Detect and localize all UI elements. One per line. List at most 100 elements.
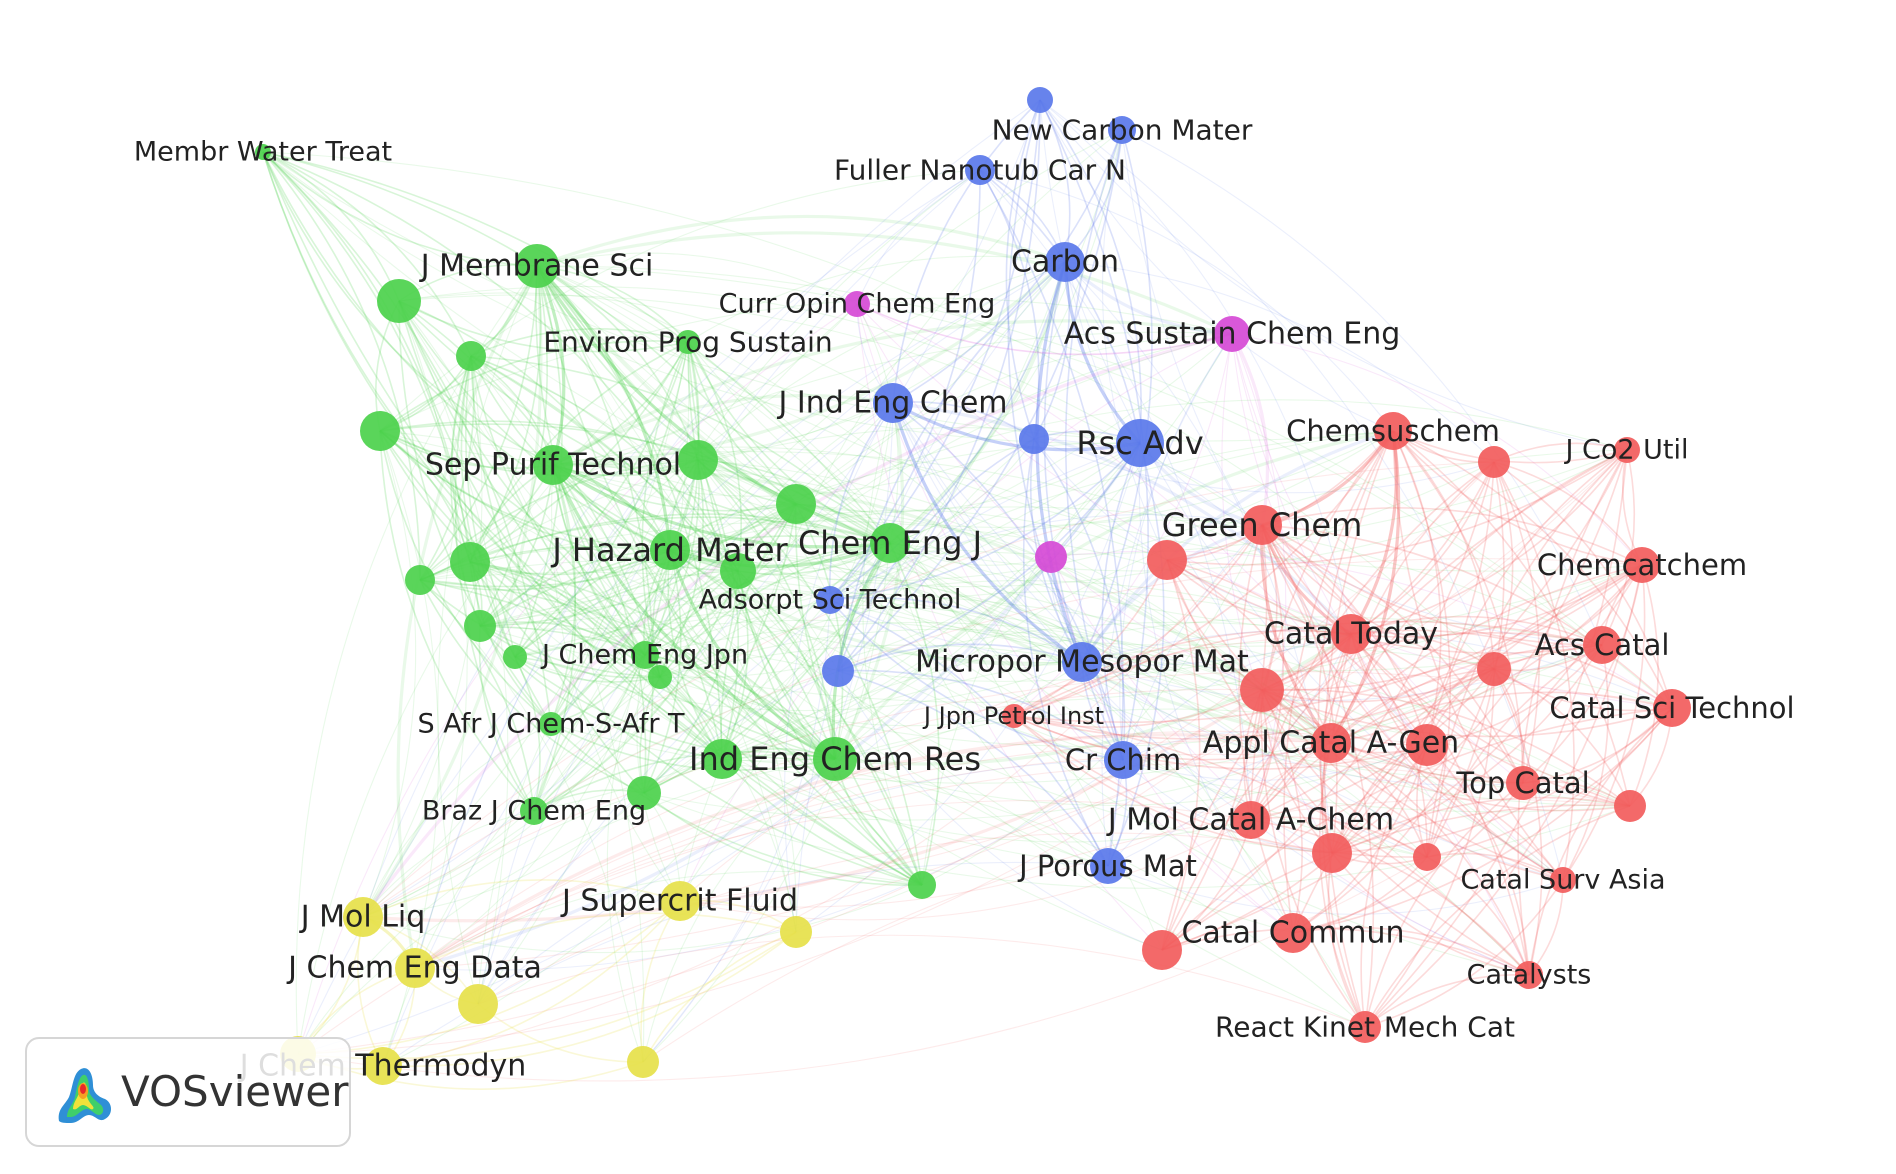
label-j-supercrit-fluid[interactable]: J Supercrit Fluid (560, 884, 798, 919)
node-g14[interactable] (702, 739, 742, 779)
label-green-chem[interactable]: Green Chem (1162, 506, 1363, 544)
node-p1[interactable] (1035, 541, 1067, 573)
node-g12[interactable] (720, 553, 756, 589)
node-b2[interactable] (1019, 424, 1049, 454)
node-r1[interactable] (1478, 446, 1510, 478)
label-membr-water-treat[interactable]: Membr Water Treat (134, 137, 392, 168)
label-j-porous-mat[interactable]: J Porous Mat (1017, 849, 1197, 883)
node-carbon[interactable] (1045, 242, 1085, 282)
node-react-kinet-mech-cat[interactable] (1349, 1011, 1381, 1043)
label-j-membrane-sci[interactable]: J Membrane Sci (419, 249, 654, 284)
label-acs-catal[interactable]: Acs Catal (1535, 628, 1670, 662)
node-micropor-mesopor-mat[interactable] (1062, 642, 1102, 682)
node-j-supercrit-fluid[interactable] (660, 881, 700, 921)
node-chemsuschem[interactable] (1374, 412, 1412, 450)
node-catal-commun[interactable] (1273, 913, 1313, 953)
label-curr-opin-chem-eng[interactable]: Curr Opin Chem Eng (719, 289, 996, 320)
label-j-mol-catal-a-chem[interactable]: J Mol Catal A-Chem (1106, 803, 1394, 838)
node-green-chem[interactable] (1242, 505, 1282, 545)
node-s-afr-j-chem[interactable] (539, 712, 563, 736)
node-g8[interactable] (503, 645, 527, 669)
node-r3[interactable] (1240, 668, 1284, 712)
label-s-afr-j-chem[interactable]: S Afr J Chem-S-Afr T (417, 709, 685, 740)
node-b3[interactable] (822, 655, 854, 687)
node-j-chem-eng-data[interactable] (395, 948, 435, 988)
node-g9[interactable] (648, 665, 672, 689)
label-cr-chim[interactable]: Cr Chim (1065, 743, 1181, 777)
label-j-chem-eng-data[interactable]: J Chem Eng Data (286, 951, 542, 986)
node-ind-eng-chem-res[interactable] (813, 737, 857, 781)
node-membr-water-treat[interactable] (255, 144, 271, 160)
node-g10[interactable] (627, 776, 661, 810)
node-y1[interactable] (458, 984, 498, 1024)
node-y3[interactable] (627, 1046, 659, 1078)
node-g7[interactable] (464, 610, 496, 642)
label-appl-catal-a-gen[interactable]: Appl Catal A-Gen (1203, 726, 1459, 761)
node-acs-catal[interactable] (1583, 626, 1621, 664)
label-adsorpt-sci-technol[interactable]: Adsorpt Sci Technol (699, 585, 962, 616)
label-j-hazard-mater[interactable]: J Hazard Mater (550, 531, 788, 569)
node-fuller-nanotub[interactable] (965, 155, 995, 185)
label-rsc-adv[interactable]: Rsc Adv (1076, 424, 1203, 462)
label-j-jpn-petrol-inst[interactable]: J Jpn Petrol Inst (922, 702, 1104, 730)
label-j-chem-eng-jpn[interactable]: J Chem Eng Jpn (540, 640, 748, 671)
node-j-membrane-sci[interactable] (515, 244, 559, 288)
node-appl-catal-a-gen[interactable] (1311, 723, 1351, 763)
node-g3[interactable] (360, 411, 400, 451)
node-r9[interactable] (1142, 930, 1182, 970)
node-environ-prog-sustain[interactable] (676, 330, 700, 354)
node-chemcatchem[interactable] (1624, 547, 1660, 583)
label-micropor-mesopor-mat[interactable]: Micropor Mesopor Mat (915, 645, 1249, 680)
label-sep-purif-technol[interactable]: Sep Purif Technol (425, 448, 681, 483)
node-g11[interactable] (908, 871, 936, 899)
label-chemsuschem[interactable]: Chemsuschem (1286, 414, 1500, 448)
node-j-chem-thermodyn[interactable] (364, 1047, 402, 1085)
node-catalysts[interactable] (1515, 961, 1543, 989)
node-r7[interactable] (1312, 833, 1352, 873)
node-rsc-adv[interactable] (1116, 419, 1164, 467)
node-r8[interactable] (1413, 843, 1441, 871)
node-r6[interactable] (1406, 724, 1448, 766)
label-catal-sci-technol[interactable]: Catal Sci Technol (1549, 691, 1794, 725)
node-g6[interactable] (450, 542, 490, 582)
node-j-ind-eng-chem[interactable] (873, 383, 913, 423)
node-j-hazard-mater[interactable] (650, 530, 690, 570)
label-react-kinet-mech-cat[interactable]: React Kinet Mech Cat (1215, 1011, 1515, 1044)
node-adsorpt-sci-technol[interactable] (816, 586, 844, 614)
node-curr-opin-chem-eng[interactable] (844, 291, 870, 317)
label-j-co2-util[interactable]: J Co2 Util (1563, 435, 1688, 466)
node-j-porous-mat[interactable] (1090, 848, 1126, 884)
node-g1[interactable] (377, 279, 421, 323)
node-y2[interactable] (780, 916, 812, 948)
label-acs-sustain-chem-eng[interactable]: Acs Sustain Chem Eng (1064, 317, 1401, 352)
node-j-co2-util[interactable] (1614, 437, 1640, 463)
label-catalysts[interactable]: Catalysts (1467, 960, 1592, 991)
label-top-catal[interactable]: Top Catal (1455, 766, 1589, 800)
label-chem-eng-j[interactable]: Chem Eng J (798, 524, 982, 562)
node-g13[interactable] (405, 565, 435, 595)
label-catal-surv-asia[interactable]: Catal Surv Asia (1460, 865, 1665, 896)
node-new-carbon-mater[interactable] (1108, 116, 1136, 144)
node-g2[interactable] (456, 341, 486, 371)
label-ind-eng-chem-res[interactable]: Ind Eng Chem Res (689, 740, 981, 778)
node-j-jpn-petrol-inst[interactable] (1002, 704, 1026, 728)
label-braz-j-chem-eng[interactable]: Braz J Chem Eng (422, 796, 646, 827)
node-j-chem-eng-jpn[interactable] (631, 641, 659, 669)
label-environ-prog-sustain[interactable]: Environ Prog Sustain (543, 326, 832, 359)
label-catal-commun[interactable]: Catal Commun (1181, 916, 1404, 951)
node-braz-j-chem-eng[interactable] (520, 797, 548, 825)
node-r5[interactable] (1614, 790, 1646, 822)
node-r2[interactable] (1147, 540, 1187, 580)
node-sep-purif-technol[interactable] (533, 445, 573, 485)
node-g4[interactable] (678, 440, 718, 480)
label-fuller-nanotub[interactable]: Fuller Nanotub Car N (834, 154, 1126, 187)
node-chem-eng-j[interactable] (870, 523, 910, 563)
node-catal-today[interactable] (1331, 614, 1371, 654)
label-j-ind-eng-chem[interactable]: J Ind Eng Chem (776, 386, 1007, 421)
node-j-mol-liq[interactable] (343, 897, 383, 937)
node-catal-sci-technol[interactable] (1653, 689, 1691, 727)
label-catal-today[interactable]: Catal Today (1264, 617, 1438, 652)
label-j-mol-liq[interactable]: J Mol Liq (299, 900, 426, 935)
